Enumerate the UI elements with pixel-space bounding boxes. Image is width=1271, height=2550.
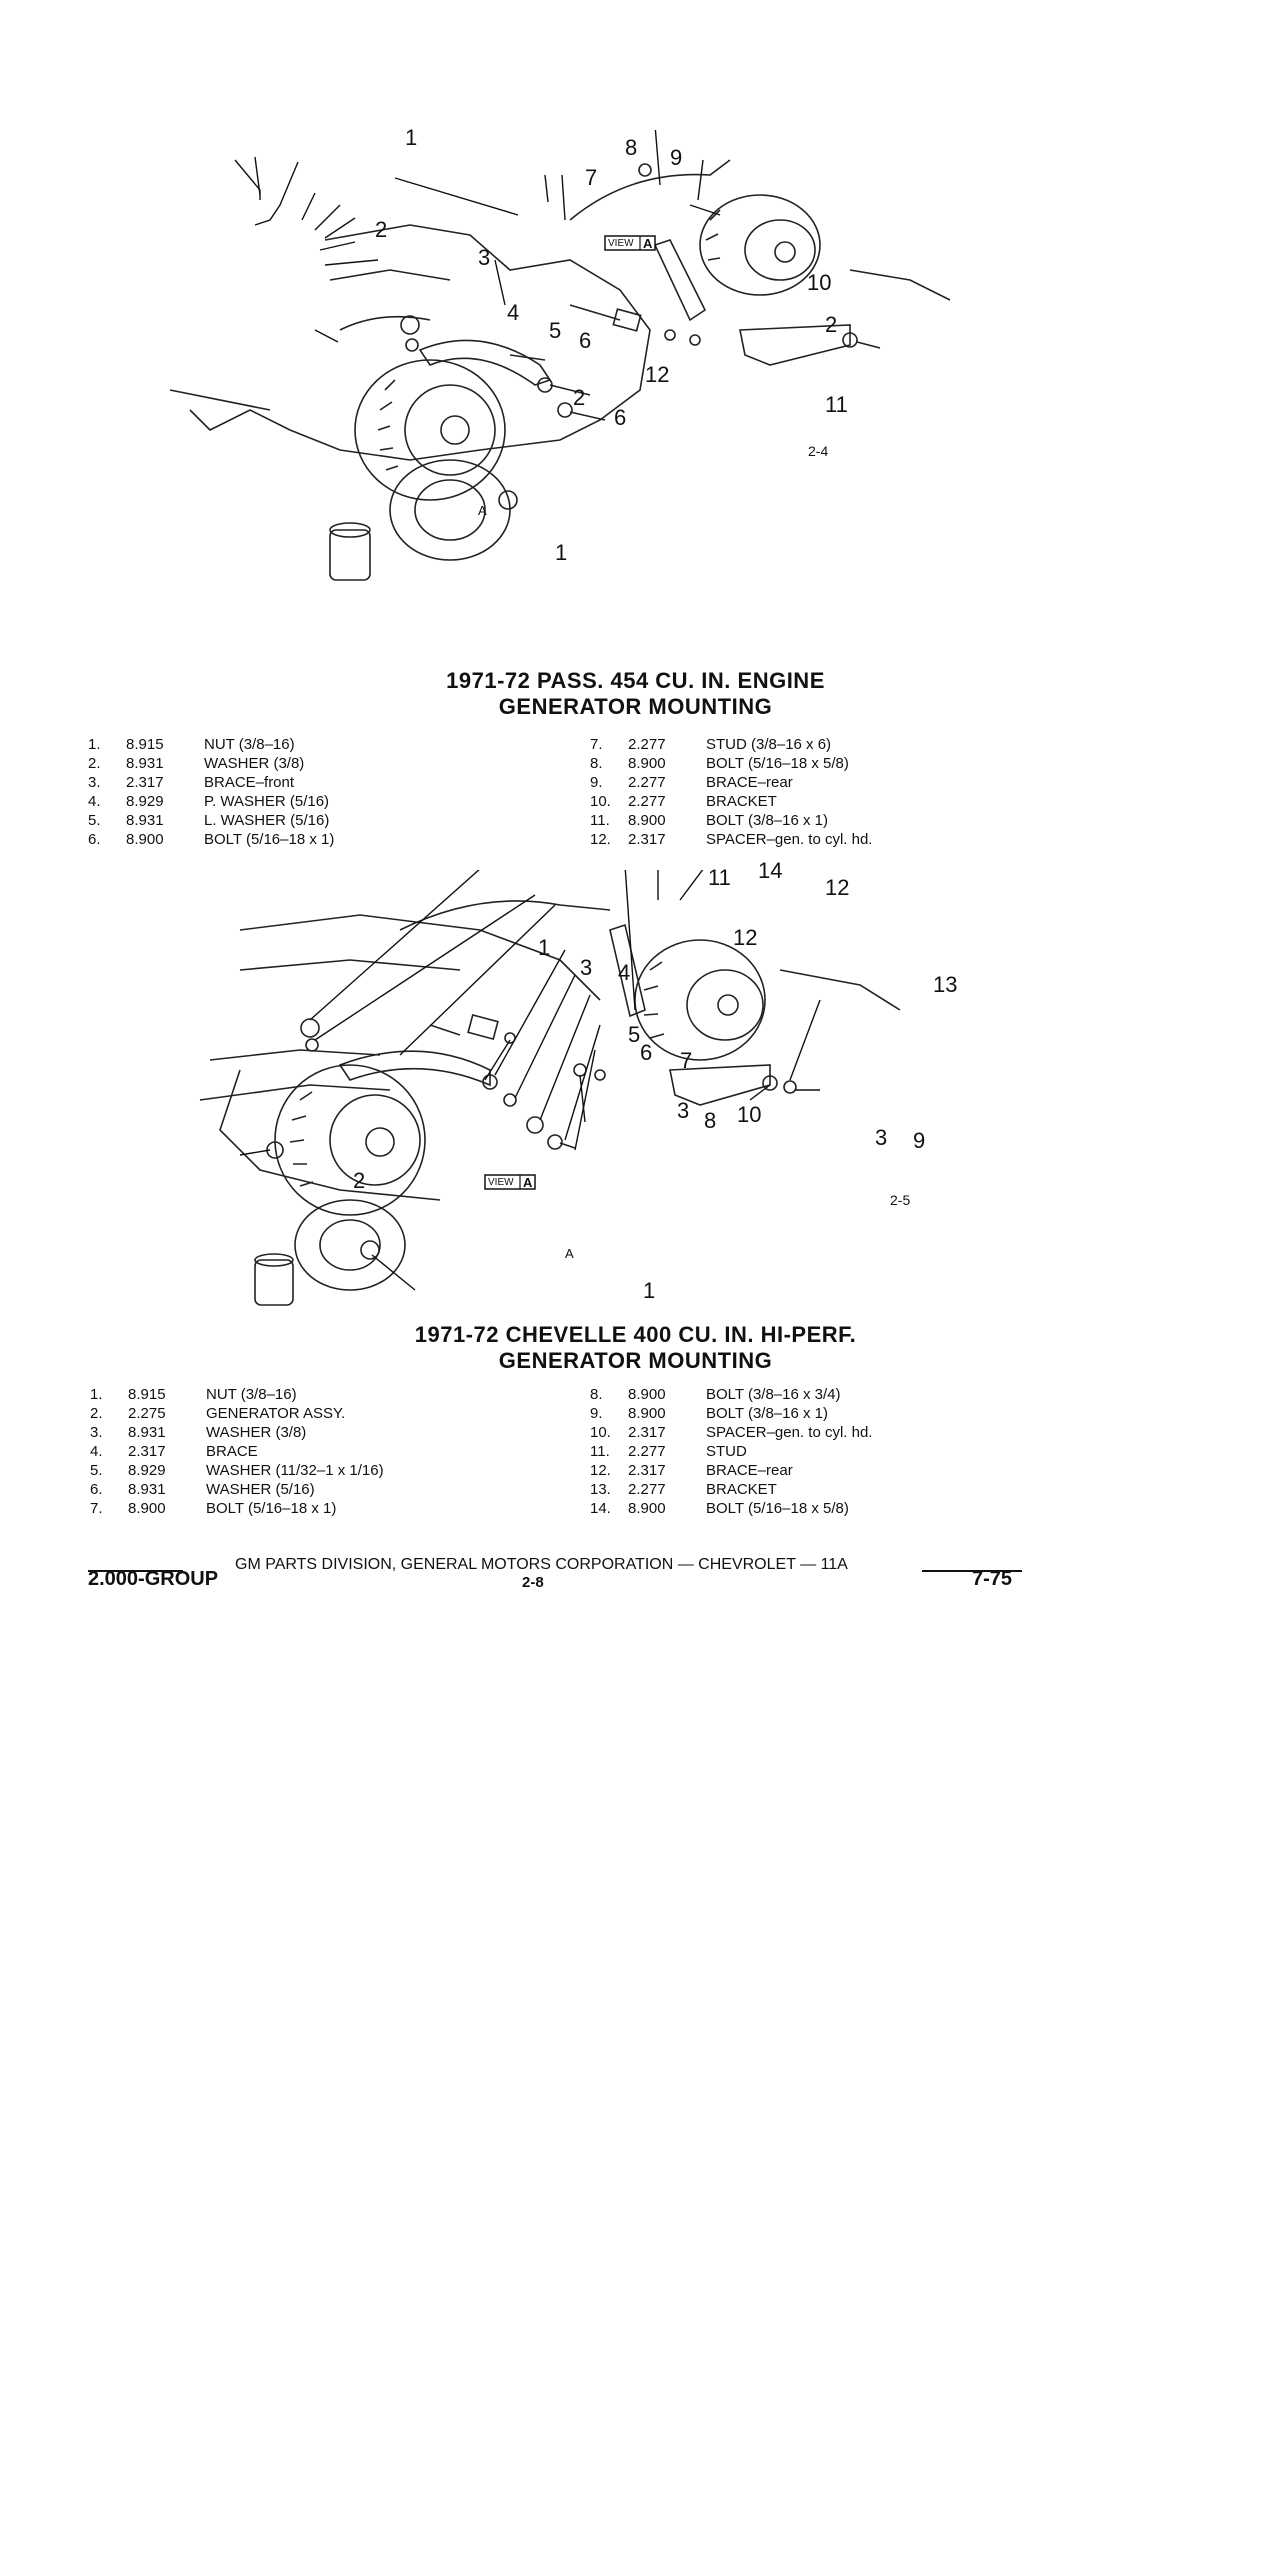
fig2-callout: 4	[618, 960, 631, 985]
fig1-arrow-letter: A	[478, 503, 487, 518]
fig1-callout: 9	[670, 145, 683, 170]
fig2-number: 2-5	[890, 1192, 911, 1208]
fig2-callout: 10	[737, 1102, 762, 1127]
fig2-callout: 14	[758, 858, 783, 883]
fig2-callout: 3	[580, 955, 593, 980]
section2-title-line1: 1971-72 CHEVELLE 400 CU. IN. HI-PERF.	[414, 1322, 857, 1347]
fig1-callout: 12	[645, 362, 670, 387]
fig2-callout: 1	[538, 935, 551, 960]
fig2-view-label: VIEW	[488, 1177, 514, 1188]
section2-title: 1971-72 CHEVELLE 400 CU. IN. HI-PERF. GE…	[0, 1322, 1271, 1374]
fig2-callout: 12	[733, 925, 758, 950]
fig1-number: 2-4	[808, 443, 829, 459]
fig2-callout: 5	[628, 1022, 641, 1047]
fig1-view-label: VIEW	[608, 238, 634, 249]
fig1-callout: 5	[549, 318, 562, 343]
section1-title-line1: 1971-72 PASS. 454 CU. IN. ENGINE	[446, 668, 825, 693]
footer-division: GM PARTS DIVISION, GENERAL MOTORS CORPOR…	[235, 1556, 848, 1573]
fig1-callout: 4	[507, 300, 520, 325]
fig1-callout: 10	[807, 270, 832, 295]
fig2-callout: 1	[643, 1278, 656, 1303]
footer-rule-left	[88, 1570, 183, 1572]
fig2-callout: 11	[708, 865, 731, 890]
fig1-callout: 2	[825, 312, 838, 337]
fig2-callout: 2	[353, 1168, 366, 1193]
figure-2-illustration	[180, 870, 1020, 1310]
fig2-callout: 3	[677, 1098, 690, 1123]
section1-title-line2: GENERATOR MOUNTING	[498, 694, 773, 719]
figure-2-drawing	[199, 870, 901, 1306]
fig2-callout: 13	[933, 972, 958, 997]
fig1-callout: 1	[405, 125, 418, 150]
fig1-callout: 3	[478, 245, 491, 270]
fig2-callout: 7	[680, 1048, 693, 1073]
footer-group: 2.000-GROUP	[88, 1568, 219, 1590]
footer-rule-right	[922, 1570, 1022, 1572]
fig1-callout: 11	[825, 392, 848, 417]
fig2-callout: 9	[913, 1128, 926, 1153]
fig2-callout: 6	[640, 1040, 653, 1065]
fig2-view-letter: A	[523, 1175, 533, 1190]
fig2-callout: 3	[875, 1125, 888, 1150]
fig1-callout: 2	[375, 217, 388, 242]
fig1-callout: 8	[625, 135, 638, 160]
section1-title: 1971-72 PASS. 454 CU. IN. ENGINE GENERAT…	[0, 668, 1271, 720]
fig2-arrow-letter: A	[565, 1246, 574, 1261]
figure-1-illustration	[150, 130, 1050, 600]
fig1-callout: 2	[573, 385, 586, 410]
fig1-view-letter: A	[643, 236, 653, 251]
fig1-callout: 7	[585, 165, 598, 190]
fig2-callout: 8	[704, 1108, 717, 1133]
fig2-callout: 12	[825, 875, 850, 900]
figure-1-drawing	[169, 130, 951, 581]
footer-page: 2-8	[522, 1574, 544, 1591]
section2-title-line2: GENERATOR MOUNTING	[498, 1348, 773, 1373]
fig1-callout: 6	[614, 405, 627, 430]
footer-date: 7-75	[972, 1568, 1013, 1590]
fig1-callout: 1	[555, 540, 568, 565]
fig1-callout: 6	[579, 328, 592, 353]
